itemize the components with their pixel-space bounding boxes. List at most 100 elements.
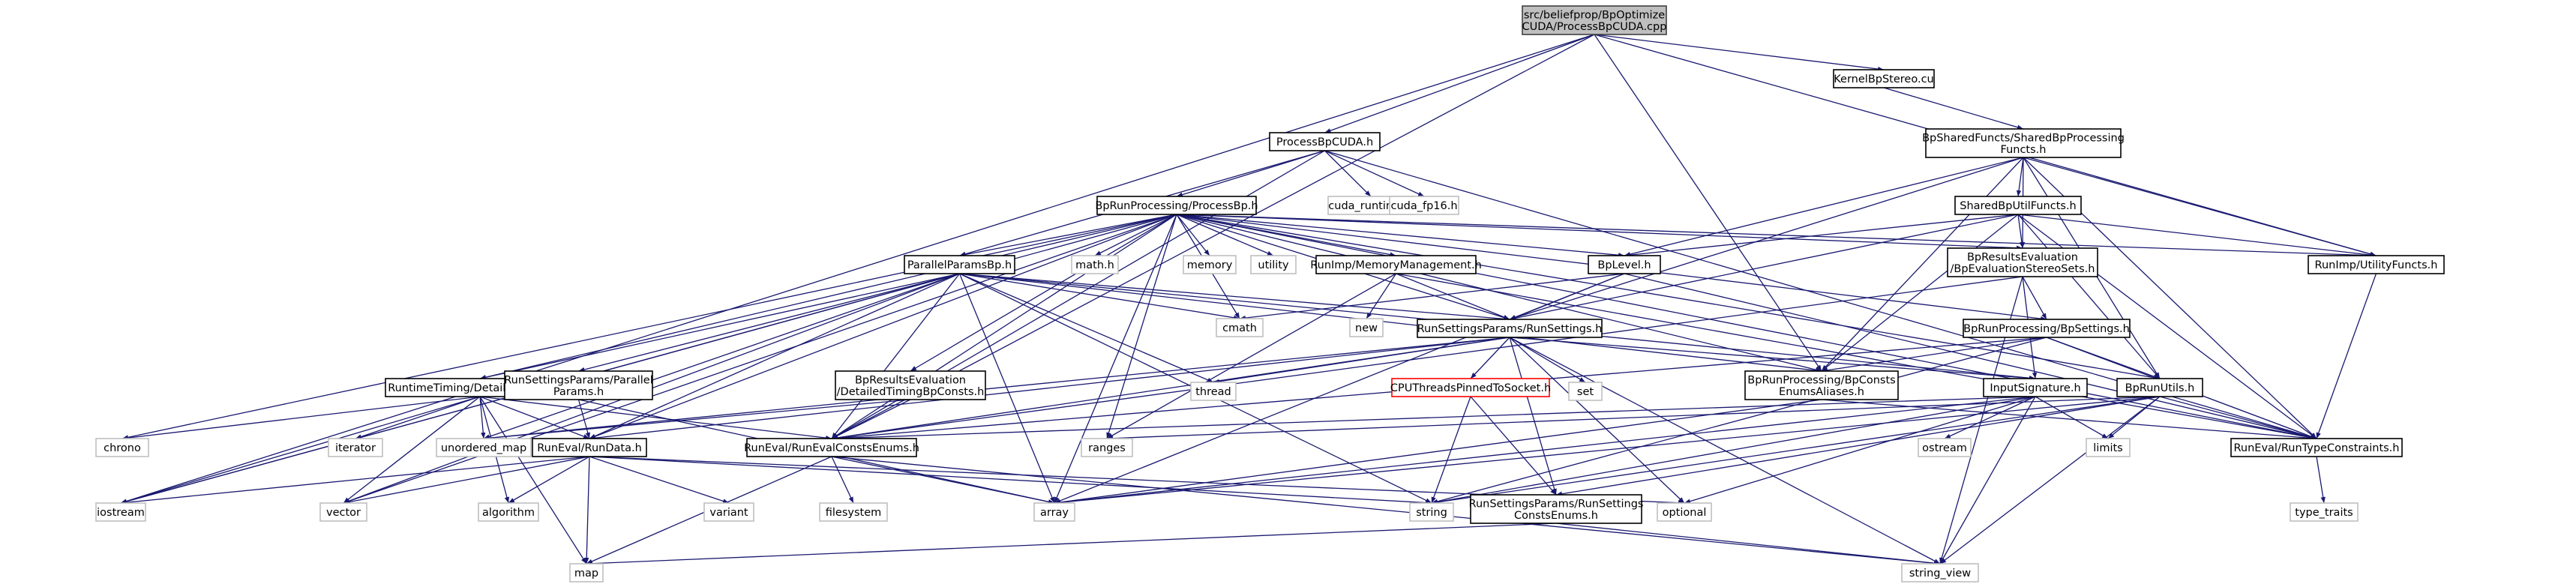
node-label-bpevaluation-line-1: BpResultsEvaluation bbox=[1967, 251, 2078, 263]
node-detailedtimingbpconsts[interactable]: BpResultsEvaluation/DetailedTimingBpCons… bbox=[835, 370, 986, 400]
include-edge-processbp_h-to-chrono bbox=[121, 214, 1177, 440]
node-map: map bbox=[569, 563, 604, 583]
node-runevalconsts[interactable]: RunEval/RunEvalConstsEnums.h bbox=[744, 438, 919, 457]
include-edge-memorymanagement-to-runsettings bbox=[1396, 273, 1510, 320]
node-label-cputhreads: CPUThreadsPinnedToSocket.h bbox=[1390, 382, 1551, 394]
node-label-mathh: math.h bbox=[1075, 259, 1114, 271]
node-label-ranges: ranges bbox=[1088, 442, 1126, 454]
node-label-detailedtimingbpconsts-line-1: BpResultsEvaluation bbox=[855, 374, 966, 386]
include-edge-processbp_h-to-detailedtimings bbox=[479, 214, 1177, 380]
include-edge-bplevel-to-array bbox=[1054, 273, 1625, 504]
node-cputhreads[interactable]: CPUThreadsPinnedToSocket.h bbox=[1390, 378, 1551, 397]
node-label-parallelparamsbp: ParallelParamsBp.h bbox=[907, 259, 1012, 271]
node-bpsettings[interactable]: BpRunProcessing/BpSettings.h bbox=[1963, 319, 2131, 338]
include-edge-rundata-to-vector bbox=[343, 456, 590, 505]
node-box-bpsettings bbox=[1963, 319, 2131, 338]
include-edge-runsettings-to-optional bbox=[1509, 337, 1685, 504]
node-processbpcuda_h[interactable]: ProcessBpCUDA.h bbox=[1269, 132, 1381, 151]
node-ostream: ostream bbox=[1918, 438, 1972, 457]
node-label-vector: vector bbox=[326, 507, 361, 519]
node-label-bplevel: BpLevel.h bbox=[1597, 259, 1651, 271]
include-edge-runsettings-to-runsettingsconsts bbox=[1509, 337, 1557, 496]
node-label-optional: optional bbox=[1663, 507, 1707, 519]
include-edge-inputsignature-to-optional bbox=[1684, 396, 2036, 504]
include-edge-sharedbputil-to-bprunutils bbox=[2017, 214, 2161, 379]
node-memorymanagement[interactable]: RunImp/MemoryManagement.h bbox=[1310, 255, 1482, 274]
include-edge-processbpcuda_h-to-processbp_h bbox=[1176, 150, 1325, 197]
node-label-string_view: string_view bbox=[1909, 568, 1971, 580]
include-edge-runevalconsts-to-string_view bbox=[831, 456, 1941, 566]
node-runsettings[interactable]: RunSettingsParams/RunSettings.h bbox=[1417, 319, 1603, 338]
include-edge-root-to-iostream bbox=[120, 34, 1595, 504]
include-edge-runsettingsparallel-to-rundata bbox=[577, 399, 590, 439]
node-runsettingsparallel[interactable]: RunSettingsParams/ParallelParams.h bbox=[504, 370, 653, 400]
include-edge-bplevel-to-cmath bbox=[1239, 273, 1625, 321]
include-edge-parallelparamsbp-to-runsettings bbox=[959, 273, 1510, 322]
node-sharedbputil[interactable]: SharedBpUtilFuncts.h bbox=[1954, 196, 2082, 215]
node-label-runsettings: RunSettingsParams/RunSettings.h bbox=[1417, 323, 1603, 335]
include-edge-inputsignature-to-limits bbox=[2035, 396, 2109, 439]
include-edge-parallelparamsbp-to-runsettingsparallel bbox=[578, 273, 960, 373]
node-inputsignature[interactable]: InputSignature.h bbox=[1983, 378, 2088, 397]
node-utilityfuncts[interactable]: RunImp/UtilityFuncts.h bbox=[2308, 255, 2445, 274]
node-box-bplevel bbox=[1588, 255, 1661, 274]
node-runsettingsconsts[interactable]: RunSettingsParams/RunSettingsConstsEnums… bbox=[1469, 494, 1644, 524]
include-edge-detailedtimings-to-unordered_map bbox=[479, 396, 486, 439]
node-label-ostream: ostream bbox=[1922, 442, 1967, 454]
node-label-processbp_h: BpRunProcessing/ProcessBp.h bbox=[1095, 200, 1258, 212]
include-edge-runevalconsts-to-array bbox=[831, 456, 1055, 505]
include-edge-parallelparamsbp-to-detailedtimings bbox=[479, 273, 960, 380]
node-parallelparamsbp[interactable]: ParallelParamsBp.h bbox=[904, 255, 1015, 274]
include-edge-runsettings-to-string_view bbox=[1509, 337, 1941, 565]
node-type_traits: type_traits bbox=[2290, 502, 2359, 522]
node-string: string bbox=[1409, 502, 1454, 522]
node-set: set bbox=[1568, 382, 1603, 401]
node-root[interactable]: src/beliefprop/BpOptimizeCUDA/ProcessBpC… bbox=[1522, 5, 1667, 35]
node-cuda_fp16: cuda_fp16.h bbox=[1389, 196, 1459, 215]
node-vector: vector bbox=[319, 502, 367, 522]
node-label-rundata: RunEval/RunData.h bbox=[537, 442, 642, 454]
node-label-iterator: iterator bbox=[335, 442, 376, 454]
node-runtypeconstraints[interactable]: RunEval/RunTypeConstraints.h bbox=[2230, 438, 2403, 457]
include-edge-detailedtimings-to-vector bbox=[343, 396, 481, 504]
node-label-cmath: cmath bbox=[1222, 322, 1257, 334]
node-label-thread: thread bbox=[1195, 386, 1231, 398]
node-bplevel[interactable]: BpLevel.h bbox=[1588, 255, 1661, 274]
node-box-bpevaluation bbox=[1947, 247, 2098, 277]
include-edge-processbp_h-to-memory bbox=[1176, 214, 1210, 256]
include-edge-processbp_h-to-bpevaluation bbox=[1176, 214, 2023, 250]
include-edge-rundata-to-variant bbox=[589, 456, 730, 504]
node-rundata[interactable]: RunEval/RunData.h bbox=[532, 438, 647, 457]
node-box-runsettingsparallel bbox=[504, 370, 653, 400]
include-edge-inputsignature-to-ostream bbox=[1944, 396, 2036, 439]
node-filesystem: filesystem bbox=[819, 502, 888, 522]
include-edge-processbp_h-to-mathh bbox=[1094, 214, 1177, 256]
node-box-ostream bbox=[1918, 438, 1972, 457]
node-box-kernelbpstereo bbox=[1833, 69, 1935, 88]
node-box-variant bbox=[703, 502, 754, 522]
node-bprunutils[interactable]: BpRunUtils.h bbox=[2116, 378, 2203, 397]
include-edge-detailedtimings-to-runevalconsts bbox=[479, 396, 832, 441]
include-edge-parallelparamsbp-to-thread bbox=[959, 273, 1214, 383]
node-label-sharedbpprocessing-line-1: BpSharedFuncts/SharedBpProcessing bbox=[1922, 132, 2125, 144]
node-sharedbpprocessing[interactable]: BpSharedFuncts/SharedBpProcessingFuncts.… bbox=[1922, 128, 2125, 158]
include-edge-rundata-to-string bbox=[589, 456, 1432, 505]
node-bpevaluation[interactable]: BpResultsEvaluation/BpEvaluationStereoSe… bbox=[1947, 247, 2098, 277]
include-edge-detailedtimingbpconsts-to-runevalconsts bbox=[831, 399, 911, 439]
node-processbp_h[interactable]: BpRunProcessing/ProcessBp.h bbox=[1095, 196, 1258, 215]
include-edge-sharedbpprocessing-to-sharedbputil bbox=[2016, 157, 2024, 197]
node-label-new: new bbox=[1355, 322, 1378, 334]
node-ranges: ranges bbox=[1081, 438, 1133, 457]
include-edge-detailedtimings-to-iostream bbox=[120, 396, 481, 504]
node-box-utility bbox=[1250, 255, 1297, 274]
node-box-inputsignature bbox=[1983, 378, 2088, 397]
node-label-root-line-1: src/beliefprop/BpOptimize bbox=[1524, 9, 1665, 21]
node-box-string_view bbox=[1901, 563, 1979, 583]
include-edge-bpconstsenums-to-array bbox=[1054, 399, 1822, 505]
node-kernelbpstereo[interactable]: KernelBpStereo.cu bbox=[1833, 69, 1935, 88]
include-edge-sharedbputil-to-bpevaluation bbox=[2017, 214, 2025, 249]
node-box-vector bbox=[319, 502, 367, 522]
include-edge-inputsignature-to-string bbox=[1431, 396, 2036, 505]
